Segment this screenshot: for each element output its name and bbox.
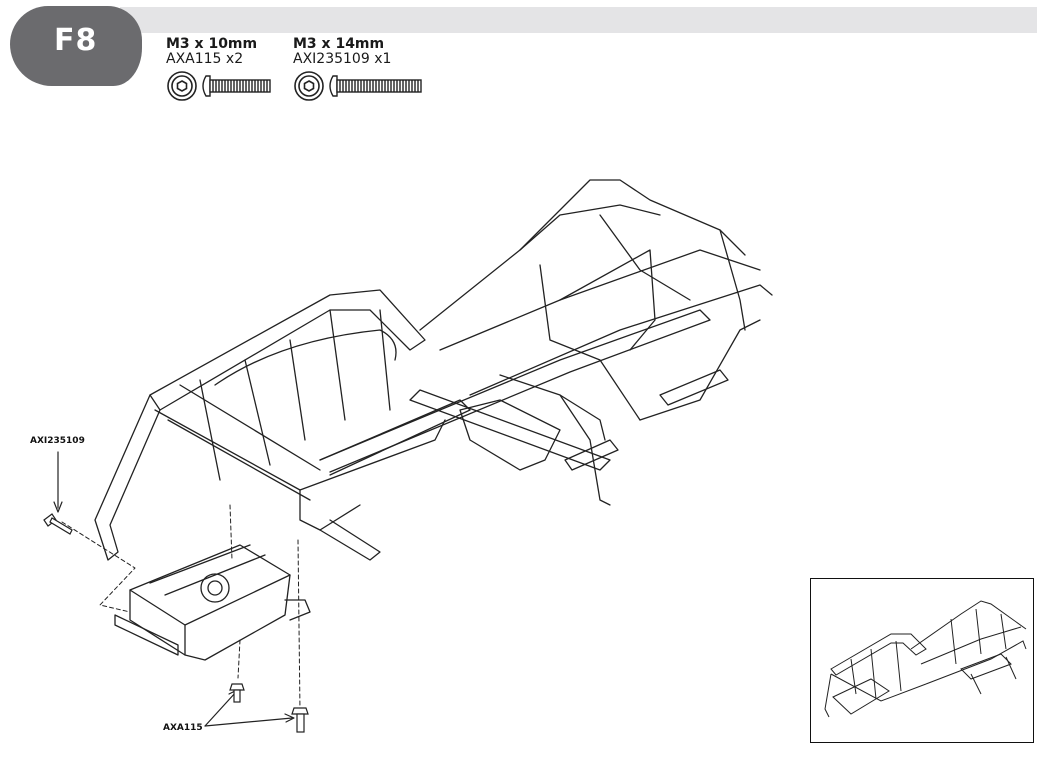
alignment-lines <box>61 504 301 713</box>
part-size: M3 x 10mm <box>166 36 258 52</box>
button-head-screw-icon <box>202 75 271 97</box>
electronics-box <box>114 544 311 661</box>
header-bar <box>120 7 1037 33</box>
chassis-rails <box>319 309 711 473</box>
callout-bottom-screws: AXA115 <box>163 723 203 733</box>
screw-icon <box>43 513 309 733</box>
washer-icon <box>167 71 197 101</box>
callout-arrows <box>53 451 295 727</box>
part-m3x10: M3 x 10mm AXA115 x2 <box>166 36 281 106</box>
part-code: AXA115 x2 <box>166 51 244 67</box>
button-head-screw-icon <box>329 75 422 97</box>
step-badge <box>10 6 142 86</box>
front-cage-tubes <box>419 179 773 506</box>
callout-rear-screw: AXI235109 <box>30 436 85 446</box>
screw-hardware-icon <box>167 71 271 101</box>
part-m3x14: M3 x 14mm AXI235109 x1 <box>293 36 428 106</box>
step-label: F8 <box>54 23 98 58</box>
washer-icon <box>294 71 324 101</box>
overview-inset <box>810 578 1034 743</box>
part-code: AXI235109 x1 <box>293 51 392 67</box>
part-size: M3 x 14mm <box>293 36 385 52</box>
rear-cage-tubes <box>94 289 471 561</box>
screw-hardware-icon <box>294 71 422 101</box>
overview-chassis-illustration <box>824 600 1027 718</box>
